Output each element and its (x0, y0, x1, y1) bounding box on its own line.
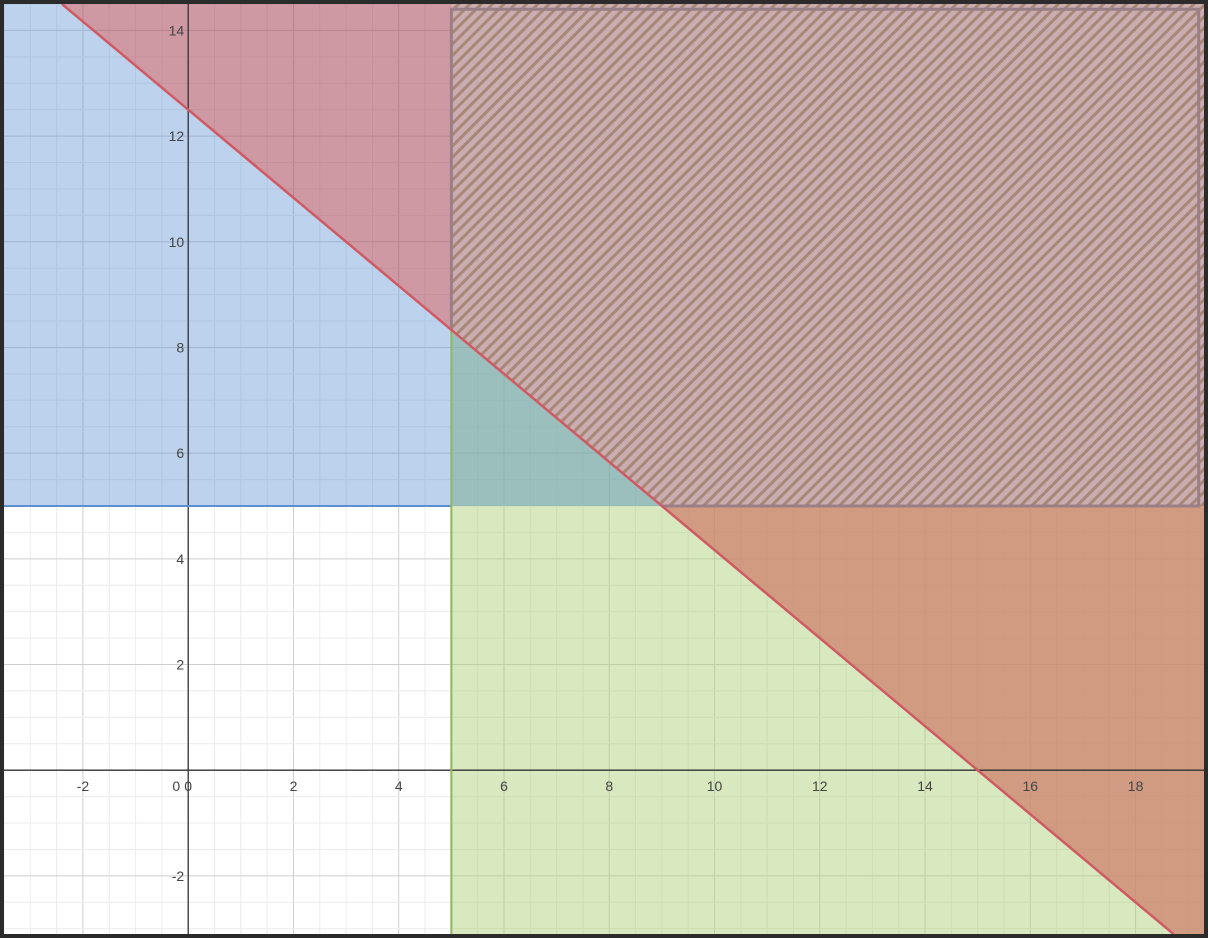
y-tick-label: 12 (169, 128, 185, 144)
region-green-only (451, 506, 1174, 934)
inequality-graph[interactable]: -2 0 2 4 6 8 10 12 14 16 18 -2 2 4 6 8 10 12 14 0 (4, 4, 1204, 934)
y-tick-label: 8 (176, 339, 184, 355)
x-tick-label: 6 (500, 778, 508, 794)
x-tick-label: 14 (917, 778, 933, 794)
y-tick-label: 10 (169, 234, 185, 250)
x-tick-label: 16 (1023, 778, 1039, 794)
region-blue-only (4, 4, 452, 506)
feasible-region-outline (449, 7, 1201, 508)
y-tick-label: 4 (176, 551, 184, 567)
origin-label: 0 (172, 778, 180, 794)
x-tick-label: 0 (184, 778, 192, 794)
x-tick-label: 8 (605, 778, 613, 794)
x-tick-label: -2 (77, 778, 90, 794)
y-tick-label: 2 (176, 657, 184, 673)
x-tick-label: 4 (395, 778, 403, 794)
x-tick-label: 18 (1128, 778, 1144, 794)
x-tick-label: 2 (290, 778, 298, 794)
boundary-line-layer (4, 4, 1175, 934)
x-tick-label: 12 (812, 778, 828, 794)
y-tick-label: -2 (172, 868, 185, 884)
axis-layer (4, 4, 1204, 934)
region-red-green-overlap (661, 506, 1204, 934)
x-tick-label: 10 (707, 778, 723, 794)
tick-label-layer: -2 0 2 4 6 8 10 12 14 16 18 -2 2 4 6 8 10 12 14 0 (77, 22, 1144, 883)
region-feasible-hatched (451, 4, 1204, 506)
y-tick-label: 6 (176, 445, 184, 461)
y-tick-label: 14 (169, 22, 185, 38)
boundary-line-diagonal (61, 4, 1175, 934)
